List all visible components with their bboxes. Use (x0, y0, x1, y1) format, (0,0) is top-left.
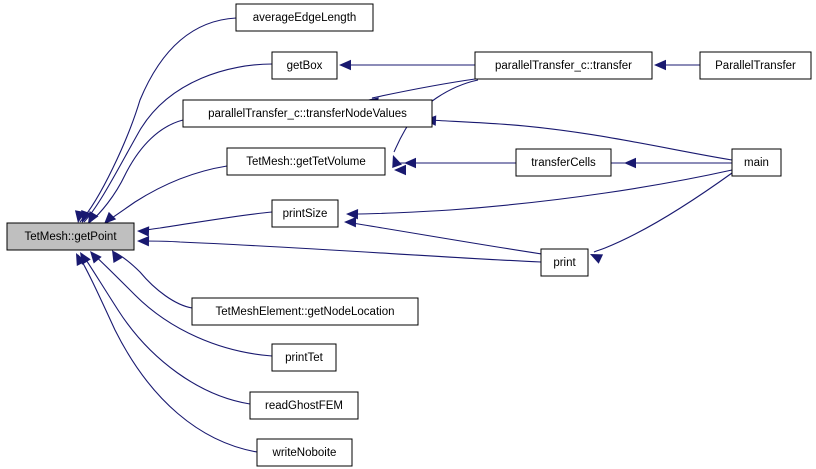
edge-line (141, 211, 273, 232)
node-label: printSize (283, 208, 328, 220)
arrow-head-icon (90, 251, 102, 264)
edge-line (345, 221, 556, 257)
arrow-head-icon (392, 155, 402, 169)
node-label: readGhostFEM (265, 400, 343, 412)
edge-readGhostFEM-to-getPoint (80, 252, 251, 405)
graph-node-printTet[interactable]: printTet (271, 343, 337, 372)
edge-transfer-to-getBox (339, 59, 475, 71)
arrow-head-icon (344, 217, 357, 228)
edge-line (81, 253, 251, 405)
node-box[interactable] (515, 148, 612, 177)
edge-line (371, 78, 476, 99)
node-box[interactable] (271, 199, 339, 228)
nodes-layer: TetMesh::getPoint averageEdgeLengthgetBox… (6, 3, 812, 467)
graph-node-readGhostFEM[interactable]: readGhostFEM (249, 391, 359, 420)
edge-getBox-to-getPoint (81, 63, 273, 223)
node-box[interactable] (271, 51, 338, 80)
node-box[interactable] (731, 148, 782, 177)
edge-main-to-print (590, 172, 733, 264)
node-box[interactable] (256, 438, 353, 467)
edge-writeNoboite-to-getPoint (76, 253, 258, 453)
graph-node-print[interactable]: print (540, 248, 589, 277)
node-label: parallelTransfer_c::transferNodeValues (208, 108, 407, 120)
node-label: ParallelTransfer (715, 60, 796, 72)
node-label: main (744, 157, 769, 169)
node-label: TetMeshElement::getNodeLocation (216, 306, 395, 318)
edge-printTet-to-getPoint (90, 251, 273, 357)
graph-node-ParallelTransfer[interactable]: ParallelTransfer (699, 51, 812, 80)
arrow-head-icon (137, 236, 150, 247)
node-label: printTet (285, 352, 324, 364)
edge-ParallelTransfer-to-transfer (654, 59, 700, 71)
arrow-head-icon (624, 157, 636, 169)
graph-node-writeNoboite[interactable]: writeNoboite (256, 438, 353, 467)
node-box[interactable] (6, 222, 135, 251)
graph-node-transferNodeValues[interactable]: parallelTransfer_c::transferNodeValues (182, 99, 433, 128)
edge-line (593, 172, 733, 253)
edge-line (79, 17, 237, 223)
edge-line (113, 251, 193, 309)
edge-getTetVolume-to-getPoint (104, 165, 228, 224)
edge-line (83, 63, 273, 223)
arrow-head-icon (112, 250, 123, 263)
arrow-head-icon (88, 211, 99, 224)
arrow-head-icon (104, 211, 117, 224)
arrow-head-icon (590, 254, 604, 264)
graph-node-getBox[interactable]: getBox (271, 51, 338, 80)
edge-line (105, 165, 228, 223)
graph-node-printSize[interactable]: printSize (271, 199, 339, 228)
graph-node-getPoint[interactable]: TetMesh::getPoint (6, 222, 135, 251)
graph-node-averageEdgeLength[interactable]: averageEdgeLength (235, 3, 374, 32)
node-label: transferCells (531, 157, 596, 169)
arrow-head-icon (654, 59, 666, 71)
node-box[interactable] (249, 391, 359, 420)
node-box[interactable] (182, 99, 433, 128)
edge-line (91, 252, 273, 357)
arrow-head-icon (394, 164, 406, 176)
node-label: averageEdgeLength (253, 12, 357, 24)
arrow-head-icon (81, 209, 91, 223)
arrow-head-icon (76, 253, 87, 267)
edge-printSize-to-getPoint (137, 211, 273, 237)
node-label: writeNoboite (272, 447, 337, 459)
edge-line (429, 119, 733, 161)
node-box[interactable] (226, 147, 386, 176)
graph-node-transferCells[interactable]: transferCells (515, 148, 612, 177)
arrow-head-icon (339, 59, 351, 71)
node-box[interactable] (474, 51, 653, 80)
node-label: print (553, 257, 576, 269)
node-box[interactable] (540, 248, 589, 277)
node-label: TetMesh::getTetVolume (246, 156, 366, 168)
edge-line (393, 79, 479, 153)
node-box[interactable] (271, 343, 337, 372)
edge-printSize-to-print (344, 217, 556, 257)
graph-node-main[interactable]: main (731, 148, 782, 177)
edge-getNodeLocation-to-getPoint (112, 250, 193, 309)
graph-node-transfer[interactable]: parallelTransfer_c::transfer (474, 51, 653, 80)
edge-print-to-getPoint (137, 236, 542, 263)
edge-transferCells-to-getTetVolume (394, 162, 516, 176)
graph-node-getTetVolume[interactable]: TetMesh::getTetVolume (226, 147, 386, 176)
graph-node-getNodeLocation[interactable]: TetMeshElement::getNodeLocation (191, 297, 419, 326)
edges-layer (74, 17, 733, 453)
arrow-head-icon (137, 226, 150, 237)
node-label: TetMesh::getPoint (24, 231, 117, 243)
edge-main-to-transferCells (624, 157, 732, 169)
node-label: getBox (287, 60, 323, 72)
node-label: parallelTransfer_c::transfer (495, 60, 632, 72)
node-box[interactable] (191, 297, 419, 326)
node-box[interactable] (235, 3, 374, 32)
edge-transfer-to-getTetVolume (392, 79, 479, 169)
node-box[interactable] (699, 51, 812, 80)
edge-line (141, 240, 542, 263)
edge-main-to-printSize (346, 169, 733, 220)
arrow-head-icon (346, 209, 359, 220)
edge-transferNodeValues-to-getPoint (88, 119, 184, 224)
edge-line (77, 254, 258, 453)
edge-line (89, 119, 184, 223)
edge-line (351, 169, 733, 215)
